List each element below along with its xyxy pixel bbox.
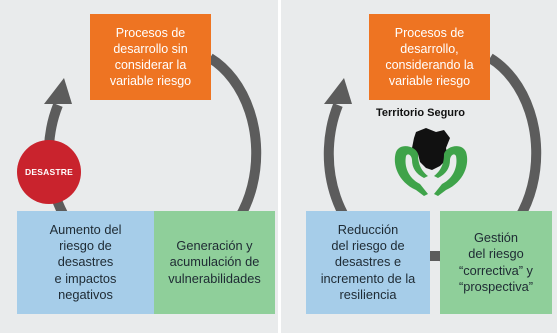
left-hand-icon bbox=[394, 146, 428, 196]
right-bottom-right-box: Gestión del riesgo “correctiva” y “prosp… bbox=[440, 211, 552, 314]
left-bottom-left-box: Aumento del riesgo de desastres e impact… bbox=[17, 211, 154, 314]
left-top-box: Procesos de desarrollo sin considerar la… bbox=[90, 14, 211, 100]
territorio-seguro-caption: Territorio Seguro bbox=[376, 107, 466, 119]
right-top-box: Procesos de desarrollo, considerando la … bbox=[369, 14, 490, 100]
left-arrowhead bbox=[44, 78, 72, 104]
country-map-icon bbox=[412, 128, 450, 170]
right-arrowhead bbox=[324, 78, 352, 104]
right-hand-icon bbox=[434, 146, 468, 196]
hands-holding-country-map-icon bbox=[394, 128, 468, 196]
right-bottom-left-box: Reducción del riesgo de desastres e incr… bbox=[306, 211, 430, 314]
disaster-badge: DESASTRE bbox=[17, 140, 81, 204]
left-bottom-right-box: Generación y acumulación de vulnerabilid… bbox=[154, 211, 275, 314]
